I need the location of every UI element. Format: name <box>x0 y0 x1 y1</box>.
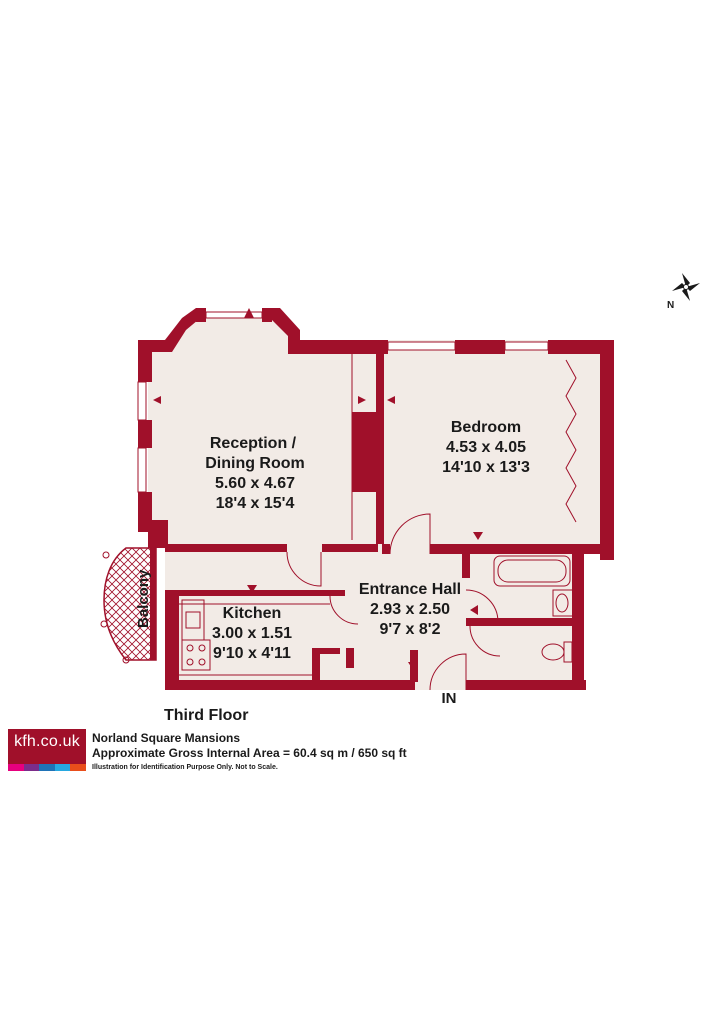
reception-name-2: Dining Room <box>205 455 305 472</box>
logo-stripe <box>70 764 86 771</box>
reception-metric: 5.60 x 4.67 <box>215 475 295 492</box>
bedroom-imperial: 14'10 x 13'3 <box>442 459 530 476</box>
logo-color-bar <box>8 764 86 771</box>
walls <box>138 308 614 690</box>
area-text: Approximate Gross Internal Area = 60.4 s… <box>92 746 407 760</box>
hall-name: Entrance Hall <box>359 581 461 598</box>
reception-imperial: 18'4 x 15'4 <box>216 495 295 512</box>
disclaimer: Illustration for Identification Purpose … <box>92 764 278 771</box>
room-reception: Reception / Dining Room 5.60 x 4.67 18'4… <box>205 435 305 512</box>
logo-stripe <box>54 764 71 771</box>
hall-metric: 2.93 x 2.50 <box>370 601 450 618</box>
reception-name-1: Reception / <box>210 435 297 452</box>
bedroom-metric: 4.53 x 4.05 <box>446 439 526 456</box>
room-kitchen: Kitchen 3.00 x 1.51 9'10 x 4'11 <box>212 605 292 662</box>
logo-text: kfh.co.uk <box>14 733 80 750</box>
room-bedroom: Bedroom 4.53 x 4.05 14'10 x 13'3 <box>442 419 530 476</box>
hall-imperial: 9'7 x 8'2 <box>380 621 441 638</box>
balcony-label: Balcony <box>135 569 152 628</box>
logo-stripe <box>23 764 40 771</box>
logo-stripe <box>39 764 55 771</box>
brand-logo: kfh.co.uk <box>8 729 86 771</box>
dimension-markers <box>153 308 483 670</box>
kitchen-metric: 3.00 x 1.51 <box>212 625 292 642</box>
kitchen-name: Kitchen <box>223 605 282 622</box>
windows <box>137 311 549 493</box>
floor-area <box>148 314 607 690</box>
room-entrance-hall: Entrance Hall 2.93 x 2.50 9'7 x 8'2 <box>359 581 461 638</box>
fixtures <box>179 354 577 691</box>
kitchen-imperial: 9'10 x 4'11 <box>213 645 291 662</box>
compass-label: N <box>667 300 674 311</box>
floor-label: Third Floor <box>164 707 249 724</box>
logo-stripe <box>8 764 24 771</box>
bedroom-name: Bedroom <box>451 419 521 436</box>
property-name: Norland Square Mansions <box>92 731 241 745</box>
balcony <box>100 547 157 664</box>
entrance-label: IN <box>442 690 457 707</box>
compass-icon <box>672 273 700 301</box>
